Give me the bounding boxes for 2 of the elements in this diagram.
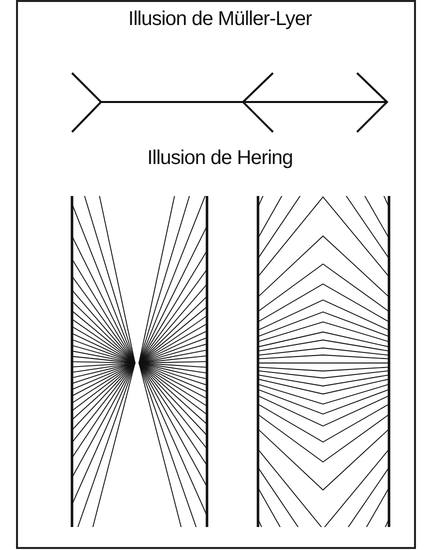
illusion-title: Illusion de Müller-Lyer (127, 7, 313, 32)
illusion-title: Illusion de Hering (146, 146, 294, 171)
